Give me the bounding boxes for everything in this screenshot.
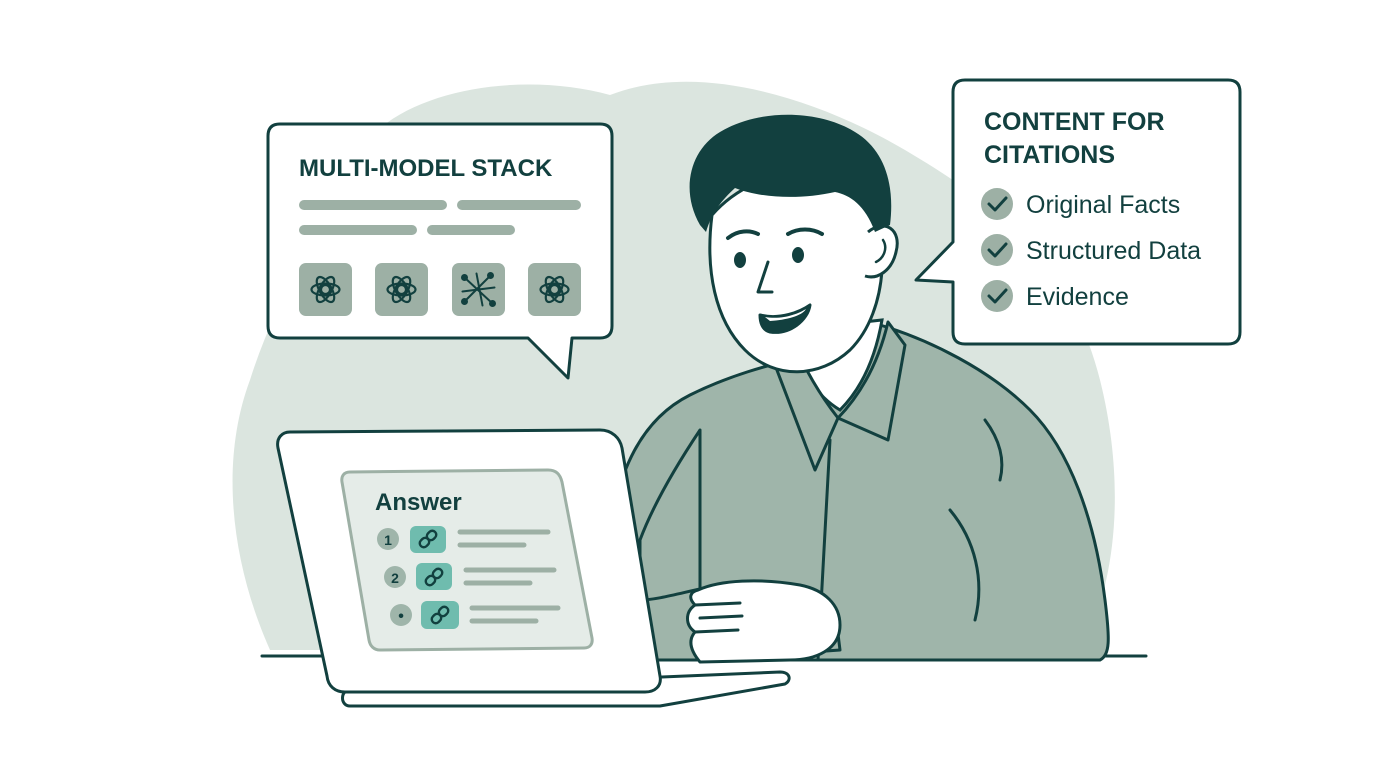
model-chip[interactable] bbox=[299, 263, 352, 316]
eyebrow-left bbox=[726, 229, 760, 240]
sleeve-crease bbox=[948, 508, 981, 622]
answer-heading: Answer bbox=[375, 489, 462, 516]
citations-bubble: CONTENT FOR CITATIONS Original Facts Str… bbox=[914, 78, 1242, 346]
citation-label: Structured Data bbox=[1026, 237, 1201, 265]
eyebrow-right bbox=[786, 227, 824, 236]
check-badge bbox=[981, 234, 1013, 266]
citation-item: Structured Data bbox=[981, 234, 1201, 266]
result-row[interactable]: 2 bbox=[384, 563, 557, 590]
model-chip[interactable] bbox=[452, 263, 505, 316]
stack-title: MULTI-MODEL STACK bbox=[299, 155, 553, 182]
citations-title-line1: CONTENT FOR bbox=[984, 108, 1165, 136]
citations-bubble-shape bbox=[914, 78, 1242, 346]
shirt-collar-right bbox=[836, 320, 907, 442]
result-row[interactable]: • bbox=[390, 601, 561, 629]
shoulder-line bbox=[983, 418, 1004, 482]
person-nose bbox=[756, 260, 774, 294]
result-marker-circle bbox=[384, 566, 406, 588]
person-hair bbox=[689, 114, 892, 232]
mouth-teeth bbox=[765, 309, 806, 321]
stack-bubble-shape bbox=[266, 122, 614, 380]
citation-label: Original Facts bbox=[1026, 191, 1180, 219]
ear-inner bbox=[874, 238, 887, 264]
eye-right bbox=[792, 247, 804, 263]
model-chip[interactable] bbox=[528, 263, 581, 316]
citation-label: Evidence bbox=[1026, 283, 1129, 311]
person-hand bbox=[686, 579, 842, 664]
citation-item: Evidence bbox=[981, 280, 1129, 312]
result-marker: 2 bbox=[391, 570, 399, 586]
result-marker: • bbox=[398, 608, 404, 625]
person-shirt bbox=[603, 323, 1110, 662]
link-icon bbox=[430, 605, 450, 625]
openai-logo-icon bbox=[310, 275, 341, 304]
check-icon bbox=[987, 288, 1008, 304]
result-marker-circle bbox=[390, 604, 412, 626]
openai-logo-icon bbox=[386, 275, 417, 304]
check-badge bbox=[981, 280, 1013, 312]
citation-item: Original Facts bbox=[981, 188, 1180, 220]
result-marker-circle bbox=[377, 528, 399, 550]
laptop: Answer 1 2 • bbox=[276, 428, 791, 708]
citations-title-line2: CITATIONS bbox=[984, 141, 1115, 169]
openai-logo-icon bbox=[539, 275, 570, 304]
model-chip[interactable] bbox=[375, 263, 428, 316]
finger-lines bbox=[693, 601, 744, 634]
person-figure bbox=[603, 114, 1110, 664]
result-row[interactable]: 1 bbox=[377, 526, 551, 553]
network-graph-icon bbox=[461, 272, 496, 307]
eye-left bbox=[734, 252, 746, 268]
result-marker: 1 bbox=[384, 532, 392, 548]
check-icon bbox=[987, 242, 1008, 258]
check-icon bbox=[987, 196, 1008, 212]
link-icon bbox=[418, 529, 438, 549]
multi-model-stack-bubble: MULTI-MODEL STACK bbox=[266, 122, 614, 380]
check-badge bbox=[981, 188, 1013, 220]
link-icon bbox=[424, 567, 444, 587]
